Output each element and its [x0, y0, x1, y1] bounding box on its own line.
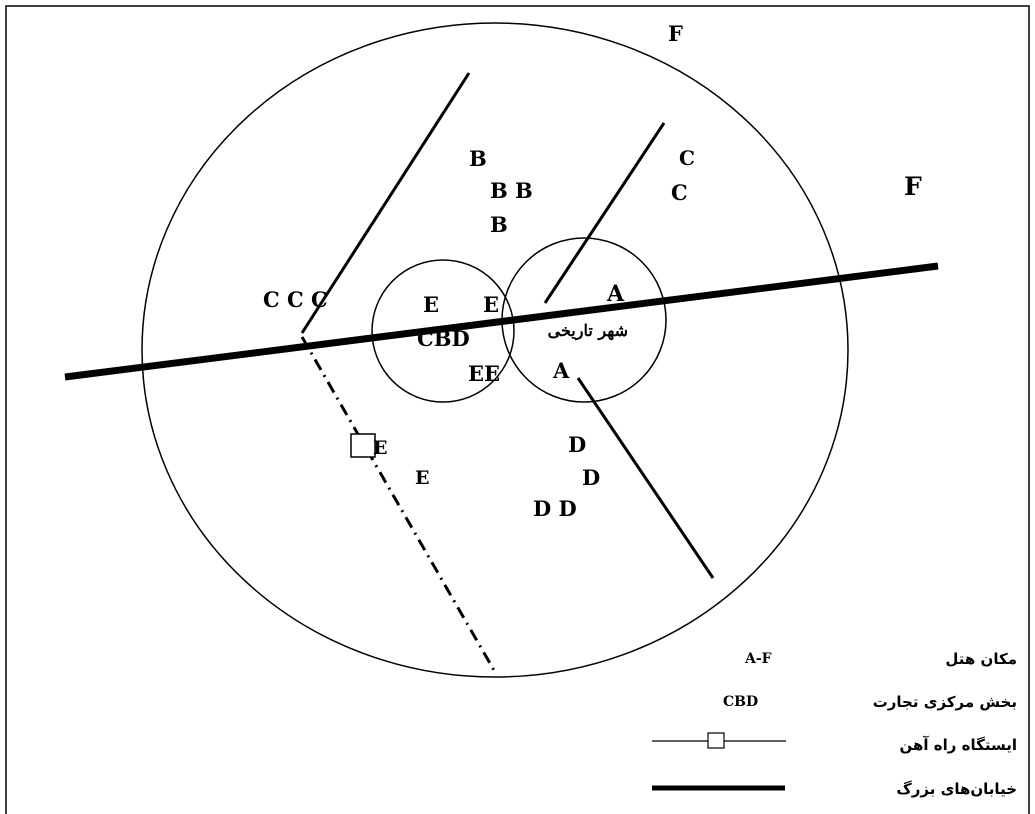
legend: مکان هتل A-F بخش مرکزی تجارت CBD ایستگاه… [652, 650, 1017, 798]
label-e-right: E [483, 292, 499, 317]
label-a-lower: A [552, 358, 570, 383]
label-b-1: B [469, 146, 487, 171]
label-f-top: F [668, 21, 683, 46]
legend-cbd-label: بخش مرکزی تجارت [873, 693, 1017, 711]
legend-hotel-label: مکان هتل [945, 650, 1017, 668]
label-f-right: F [904, 172, 922, 201]
label-d-1: D [568, 432, 586, 457]
label-c-right-2: C [671, 180, 688, 205]
major-street-main [64, 262, 939, 381]
label-e-left: E [423, 292, 439, 317]
diagram-frame [5, 5, 1030, 814]
label-historic-city: شهر تاریخی [548, 321, 628, 341]
railway-station-icon [350, 433, 376, 458]
legend-railway-label: ایستگاه راه آهن [900, 736, 1018, 754]
label-d-2: D [582, 465, 600, 490]
city-boundary-circle [141, 22, 849, 678]
cbd-circle [371, 259, 515, 403]
label-a-upper: A [606, 281, 625, 307]
legend-station-icon [707, 732, 725, 749]
street-northwest [300, 72, 471, 334]
label-c-right-1: C [679, 146, 695, 170]
label-ee: EE [468, 361, 500, 386]
label-b-2: B B [490, 178, 533, 203]
legend-hotel-key: A-F [744, 651, 772, 667]
railway-line [300, 336, 497, 673]
street-southeast [576, 377, 715, 579]
label-e-station: E [373, 437, 387, 459]
street-northeast [543, 122, 666, 304]
legend-cbd-key: CBD [723, 694, 758, 710]
label-e-lone: E [415, 467, 429, 489]
label-b-3: B [490, 212, 508, 237]
legend-street-label: خیابان‌های بزرگ [896, 780, 1017, 798]
label-d-3: D D [533, 496, 577, 521]
label-c-left: C C C [263, 287, 328, 312]
label-cbd: CBD [417, 326, 470, 351]
